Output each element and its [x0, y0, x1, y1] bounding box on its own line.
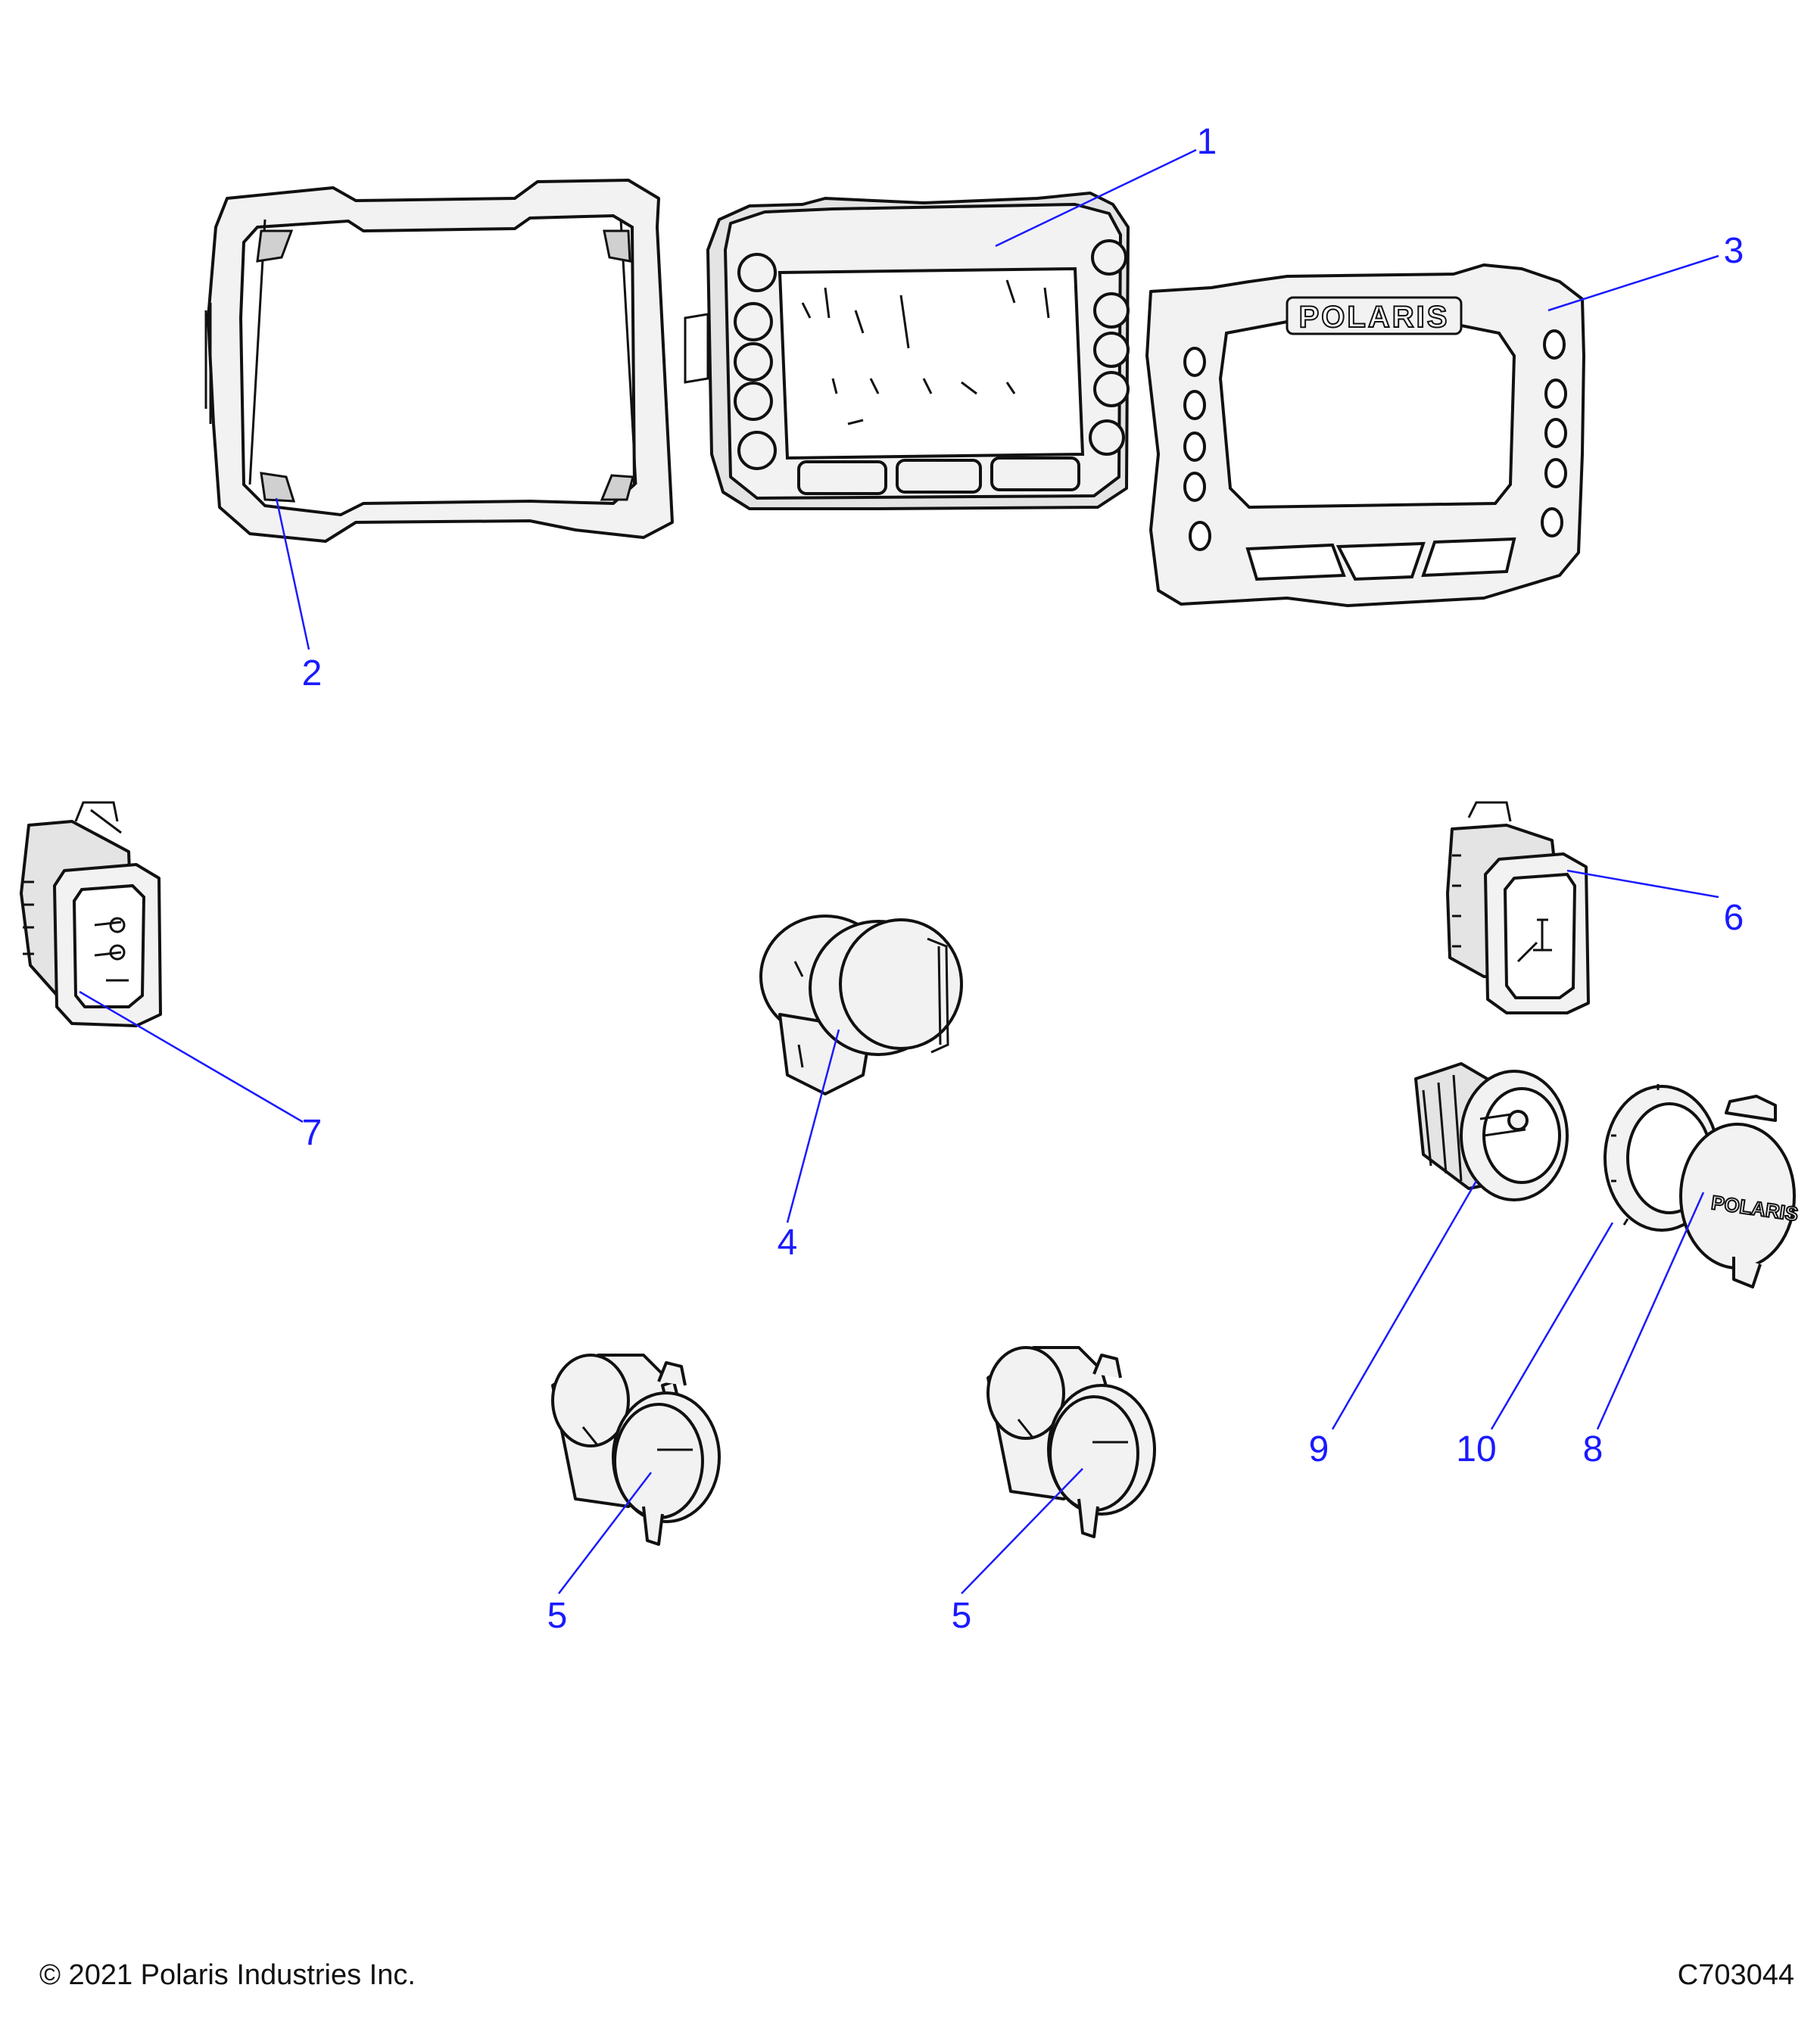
callout-5-left: 5 [547, 1596, 568, 1636]
callout-1: 1 [1196, 122, 1217, 162]
power-outlet-socket-part [1414, 1062, 1569, 1201]
leader-8 [1596, 1192, 1705, 1430]
leader-7 [79, 990, 304, 1123]
leader-9 [1331, 1180, 1478, 1430]
callout-2: 2 [301, 653, 323, 693]
outlet-cap-part: POLARIS [1679, 1095, 1800, 1288]
leader-5b [961, 1468, 1083, 1594]
bezel-part: POLARIS [1145, 263, 1585, 607]
leader-5a [558, 1472, 652, 1594]
callout-5-right: 5 [951, 1596, 972, 1636]
callout-10: 10 [1456, 1429, 1497, 1469]
instrument-cluster-part [684, 192, 1130, 510]
leader-6 [1566, 869, 1719, 899]
bottom-button-row [797, 456, 1080, 495]
leader-10 [1490, 1222, 1614, 1430]
callout-8: 8 [1582, 1429, 1604, 1469]
leader-4 [786, 1029, 840, 1223]
bezel-left-holes [1183, 347, 1211, 551]
bezel-logo-text: POLARIS [1299, 301, 1450, 334]
usb-outlet-right-part [986, 1346, 1156, 1538]
rocker-switch-awd-part [1446, 801, 1590, 1014]
figure-code: C703044 [1677, 1959, 1794, 1991]
bezel-bottom-openings [1245, 537, 1516, 581]
leader-2 [275, 497, 310, 650]
callout-6: 6 [1723, 898, 1744, 938]
gasket-seal-part [204, 179, 674, 543]
callout-3: 3 [1723, 231, 1744, 271]
usb-outlet-left-part [551, 1354, 721, 1546]
leader-1 [995, 148, 1197, 248]
rocker-switch-lights-part [20, 801, 162, 1027]
bezel-logo: POLARIS [1286, 296, 1463, 335]
copyright-text: © 2021 Polaris Industries Inc. [39, 1959, 416, 1991]
callout-7: 7 [301, 1113, 323, 1153]
bezel-right-holes [1541, 329, 1567, 537]
left-button-column [734, 253, 777, 470]
callout-4: 4 [777, 1223, 798, 1263]
leader-lines [79, 148, 1719, 1594]
ignition-switch-part [759, 915, 963, 1095]
leader-3 [1547, 254, 1719, 312]
right-button-column [1089, 239, 1130, 456]
callout-9: 9 [1308, 1429, 1329, 1469]
